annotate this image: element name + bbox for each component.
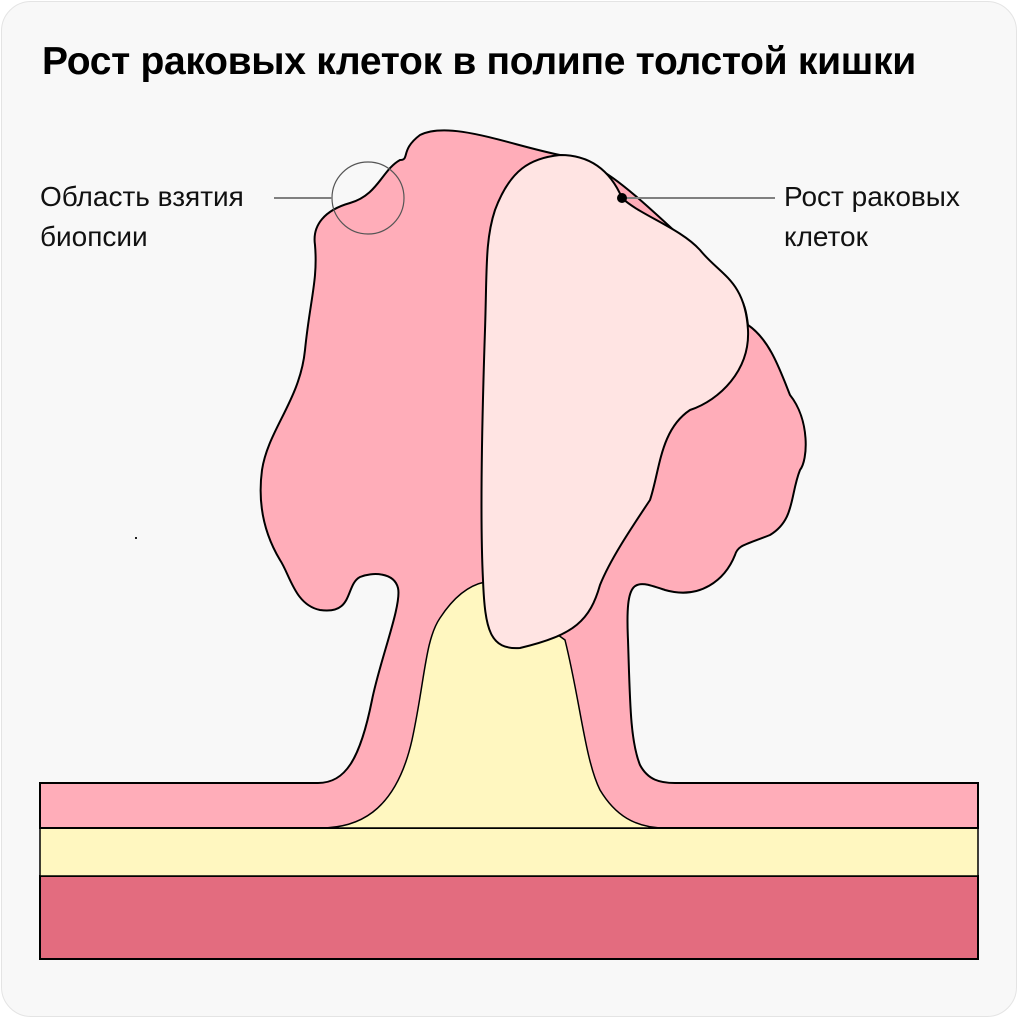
cancer-growth-marker-dot (617, 193, 627, 203)
submucosa-core (319, 581, 666, 829)
cancer-growth-region (480, 153, 750, 650)
cancer-growth-label: Рост раковых клеток (784, 181, 960, 252)
biopsy-area-label: Область взятия биопсии (40, 181, 244, 252)
muscularis-layer (39, 875, 979, 960)
diagram-title: Рост раковых клеток в полипе толстой киш… (42, 40, 916, 83)
submucosa-layer (39, 827, 979, 877)
stray-dot (135, 537, 137, 539)
